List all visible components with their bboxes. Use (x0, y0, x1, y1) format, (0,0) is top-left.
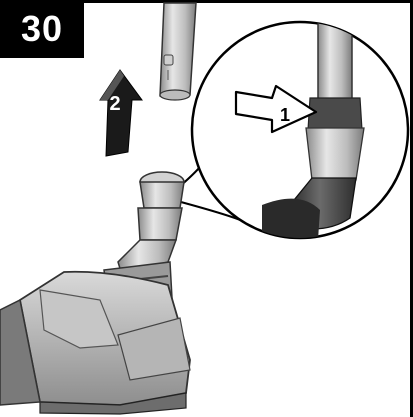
lift-arrow-label: 2 (109, 93, 120, 115)
step-number-badge: 30 (0, 0, 84, 58)
press-arrow-icon (234, 84, 318, 134)
lift-arrow-icon (99, 69, 143, 157)
detail-callout (165, 20, 410, 240)
press-arrow-label: 1 (280, 105, 290, 125)
wand-tube (159, 2, 197, 101)
floor-nozzle (0, 171, 191, 415)
